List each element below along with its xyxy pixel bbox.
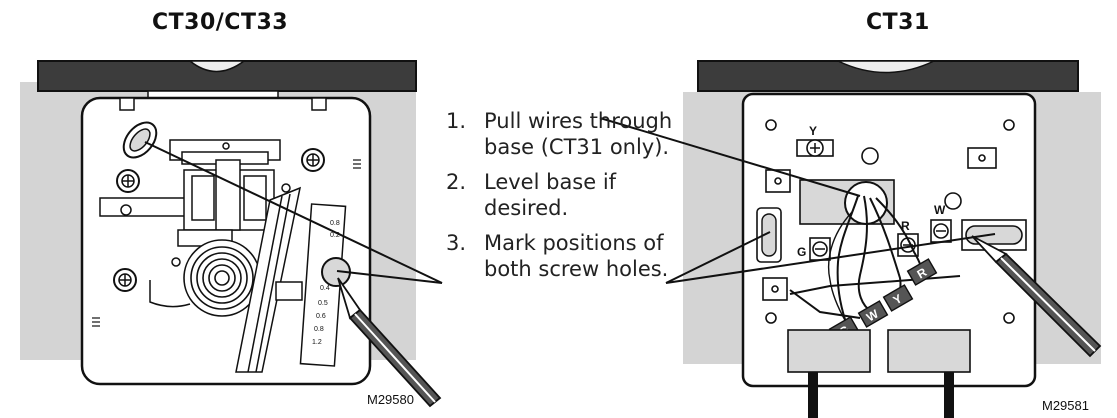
right-wire-bundle	[789, 195, 961, 329]
leader-step3-lower-hole	[336, 270, 443, 284]
left-heat-anticipator-scale	[235, 186, 347, 373]
leader-step3-left-slot	[665, 231, 771, 284]
scale-label-3: 0.4	[320, 285, 330, 292]
step-1: 1. Pull wires through base (CT31 only).	[446, 108, 686, 160]
step-1-number: 1.	[446, 109, 467, 133]
step-2-number: 2.	[446, 170, 467, 194]
leader-step3-right-slot	[665, 233, 996, 284]
left-thermostat-base: 0.8 0.2 0.4 0.5 0.6 0.8 1.2	[20, 60, 442, 408]
scale-label-5: 0.6	[316, 313, 326, 320]
left-scale-labels: 0.8 0.2 0.4 0.5 0.6 0.8 1.2	[312, 220, 340, 346]
step-2-text: Level base if desired.	[484, 170, 617, 220]
left-diagram-title: CT30/CT33	[152, 10, 289, 35]
left-screw-top-right	[301, 148, 325, 172]
scale-label-7: 1.2	[312, 339, 322, 346]
leader-step3-upper-hole	[144, 141, 443, 284]
left-figure-code: M29580	[367, 392, 414, 407]
right-level-tool	[697, 60, 1079, 92]
step-1-text: Pull wires through base (CT31 only).	[484, 109, 673, 159]
right-wire-tags: G W Y R	[828, 258, 938, 344]
terminal-label-y: Y	[809, 124, 817, 138]
terminal-label-r: R	[901, 219, 910, 233]
left-side-tabs	[92, 159, 361, 327]
left-level-tool	[37, 60, 417, 100]
right-corner-holes	[765, 119, 1015, 324]
right-diagram-title: CT31	[866, 10, 930, 35]
right-base-plate	[741, 92, 1037, 388]
left-screw-bottom-left	[113, 268, 137, 292]
scale-label-4: 0.5	[318, 300, 328, 307]
leader-step1	[599, 117, 861, 197]
right-figure-code: M29581	[1042, 398, 1089, 413]
instruction-steps: 1. Pull wires through base (CT31 only). …	[446, 108, 686, 291]
left-bimetal-coil	[183, 239, 261, 317]
right-square-tabs	[762, 147, 997, 301]
left-pencil	[337, 277, 442, 408]
right-thermostat-base: Y G R W	[683, 60, 1102, 418]
step-3: 3. Mark positions of both screw holes.	[446, 230, 686, 282]
right-terminal-w: W	[930, 203, 952, 243]
right-pencil	[971, 235, 1102, 358]
scale-label-6: 0.8	[314, 326, 324, 333]
left-screw-mid-left	[116, 169, 140, 193]
scale-label-1: 0.8	[330, 220, 340, 227]
step-3-number: 3.	[446, 231, 467, 255]
terminal-label-g: G	[797, 245, 806, 259]
scale-label-2: 0.2	[330, 232, 340, 239]
left-mechanism	[99, 139, 291, 308]
step-3-text: Mark positions of both screw holes.	[484, 231, 669, 281]
terminal-label-w: W	[934, 203, 946, 217]
leader-lines	[144, 117, 996, 284]
right-bottom-blocks	[787, 329, 971, 418]
right-terminal-g: G	[797, 237, 831, 261]
left-upper-screw-hole	[122, 121, 158, 159]
right-terminal-y: Y	[796, 124, 834, 157]
step-2: 2. Level base if desired.	[446, 169, 686, 221]
right-left-slot	[756, 207, 782, 263]
